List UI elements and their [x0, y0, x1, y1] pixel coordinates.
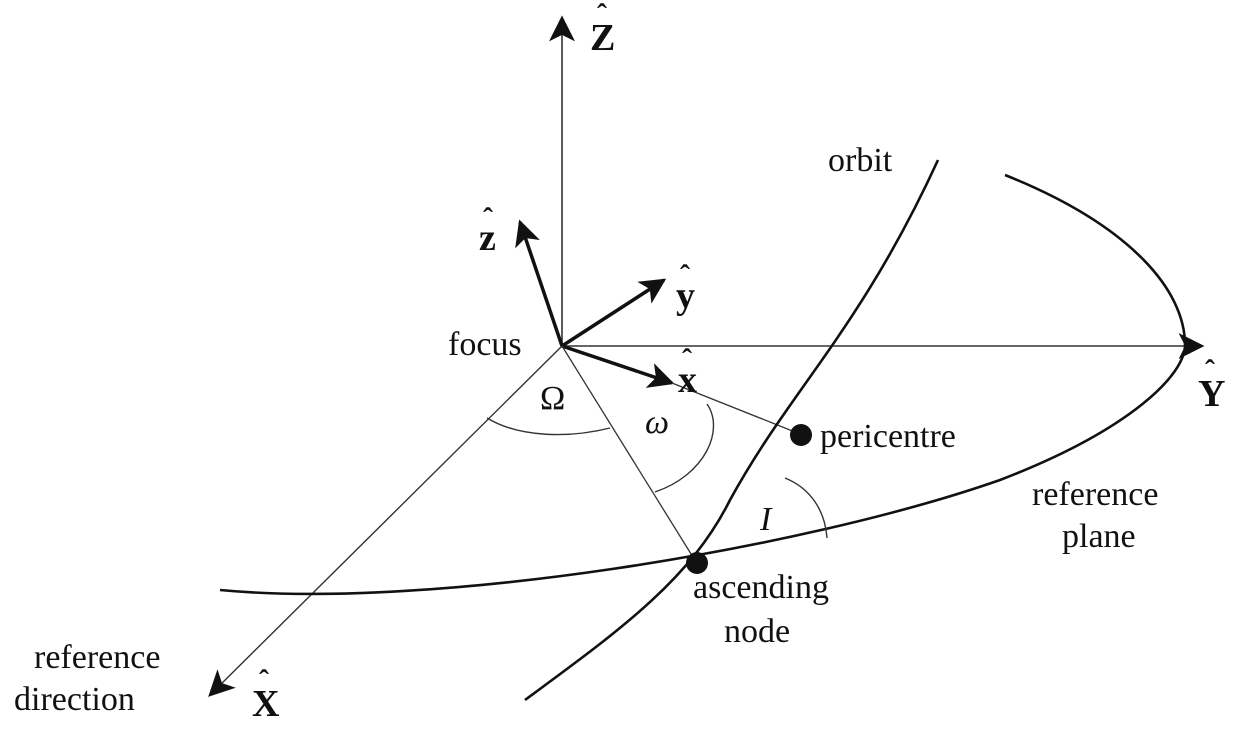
pericentre-direction-line	[671, 382, 801, 435]
body-y-hat: ˆ	[680, 259, 690, 292]
ascending-node-label-line2: node	[724, 613, 790, 650]
body-x-vector	[561, 344, 675, 388]
reference-direction-label-line2: direction	[14, 681, 135, 718]
orbit-curve	[524, 159, 940, 702]
z-axis-label: Z	[590, 17, 615, 59]
reference-plane-curve	[219, 173, 1187, 596]
y-axis-hat: ˆ	[1205, 354, 1215, 387]
body-z-vector	[515, 219, 564, 347]
argument-pericentre-angle-arc	[654, 403, 715, 493]
body-z-hat: ˆ	[483, 202, 493, 235]
ascending-node-point	[686, 552, 708, 574]
reference-direction-label-line1: reference	[34, 639, 160, 676]
body-x-hat: ˆ	[682, 343, 692, 376]
omega-node-angle-arc	[486, 417, 611, 436]
pericentre-label: pericentre	[820, 418, 956, 455]
z-axis-hat: ˆ	[597, 0, 607, 31]
x-axis-label: X	[252, 683, 279, 725]
x-axis-line	[208, 345, 563, 697]
argument-of-pericentre-symbol: ω	[645, 404, 669, 441]
focus-label: focus	[448, 326, 522, 363]
orbit-label: orbit	[828, 142, 893, 179]
body-y-label: y	[676, 275, 695, 317]
inclination-symbol: I	[759, 501, 773, 538]
x-axis-hat: ˆ	[259, 664, 269, 697]
reference-plane-label-line2: plane	[1062, 518, 1136, 555]
ascending-node-label-line1: ascending	[693, 569, 829, 606]
inclination-angle-arc	[784, 477, 828, 539]
longitude-ascending-node-symbol: Ω	[540, 380, 565, 417]
reference-plane-label-line1: reference	[1032, 476, 1158, 513]
y-axis-label: Y	[1198, 373, 1225, 415]
pericentre-point	[790, 424, 812, 446]
node-line	[561, 345, 697, 563]
body-z-label: z	[479, 217, 496, 259]
body-x-label: x	[678, 359, 697, 401]
body-y-vector	[561, 278, 667, 348]
